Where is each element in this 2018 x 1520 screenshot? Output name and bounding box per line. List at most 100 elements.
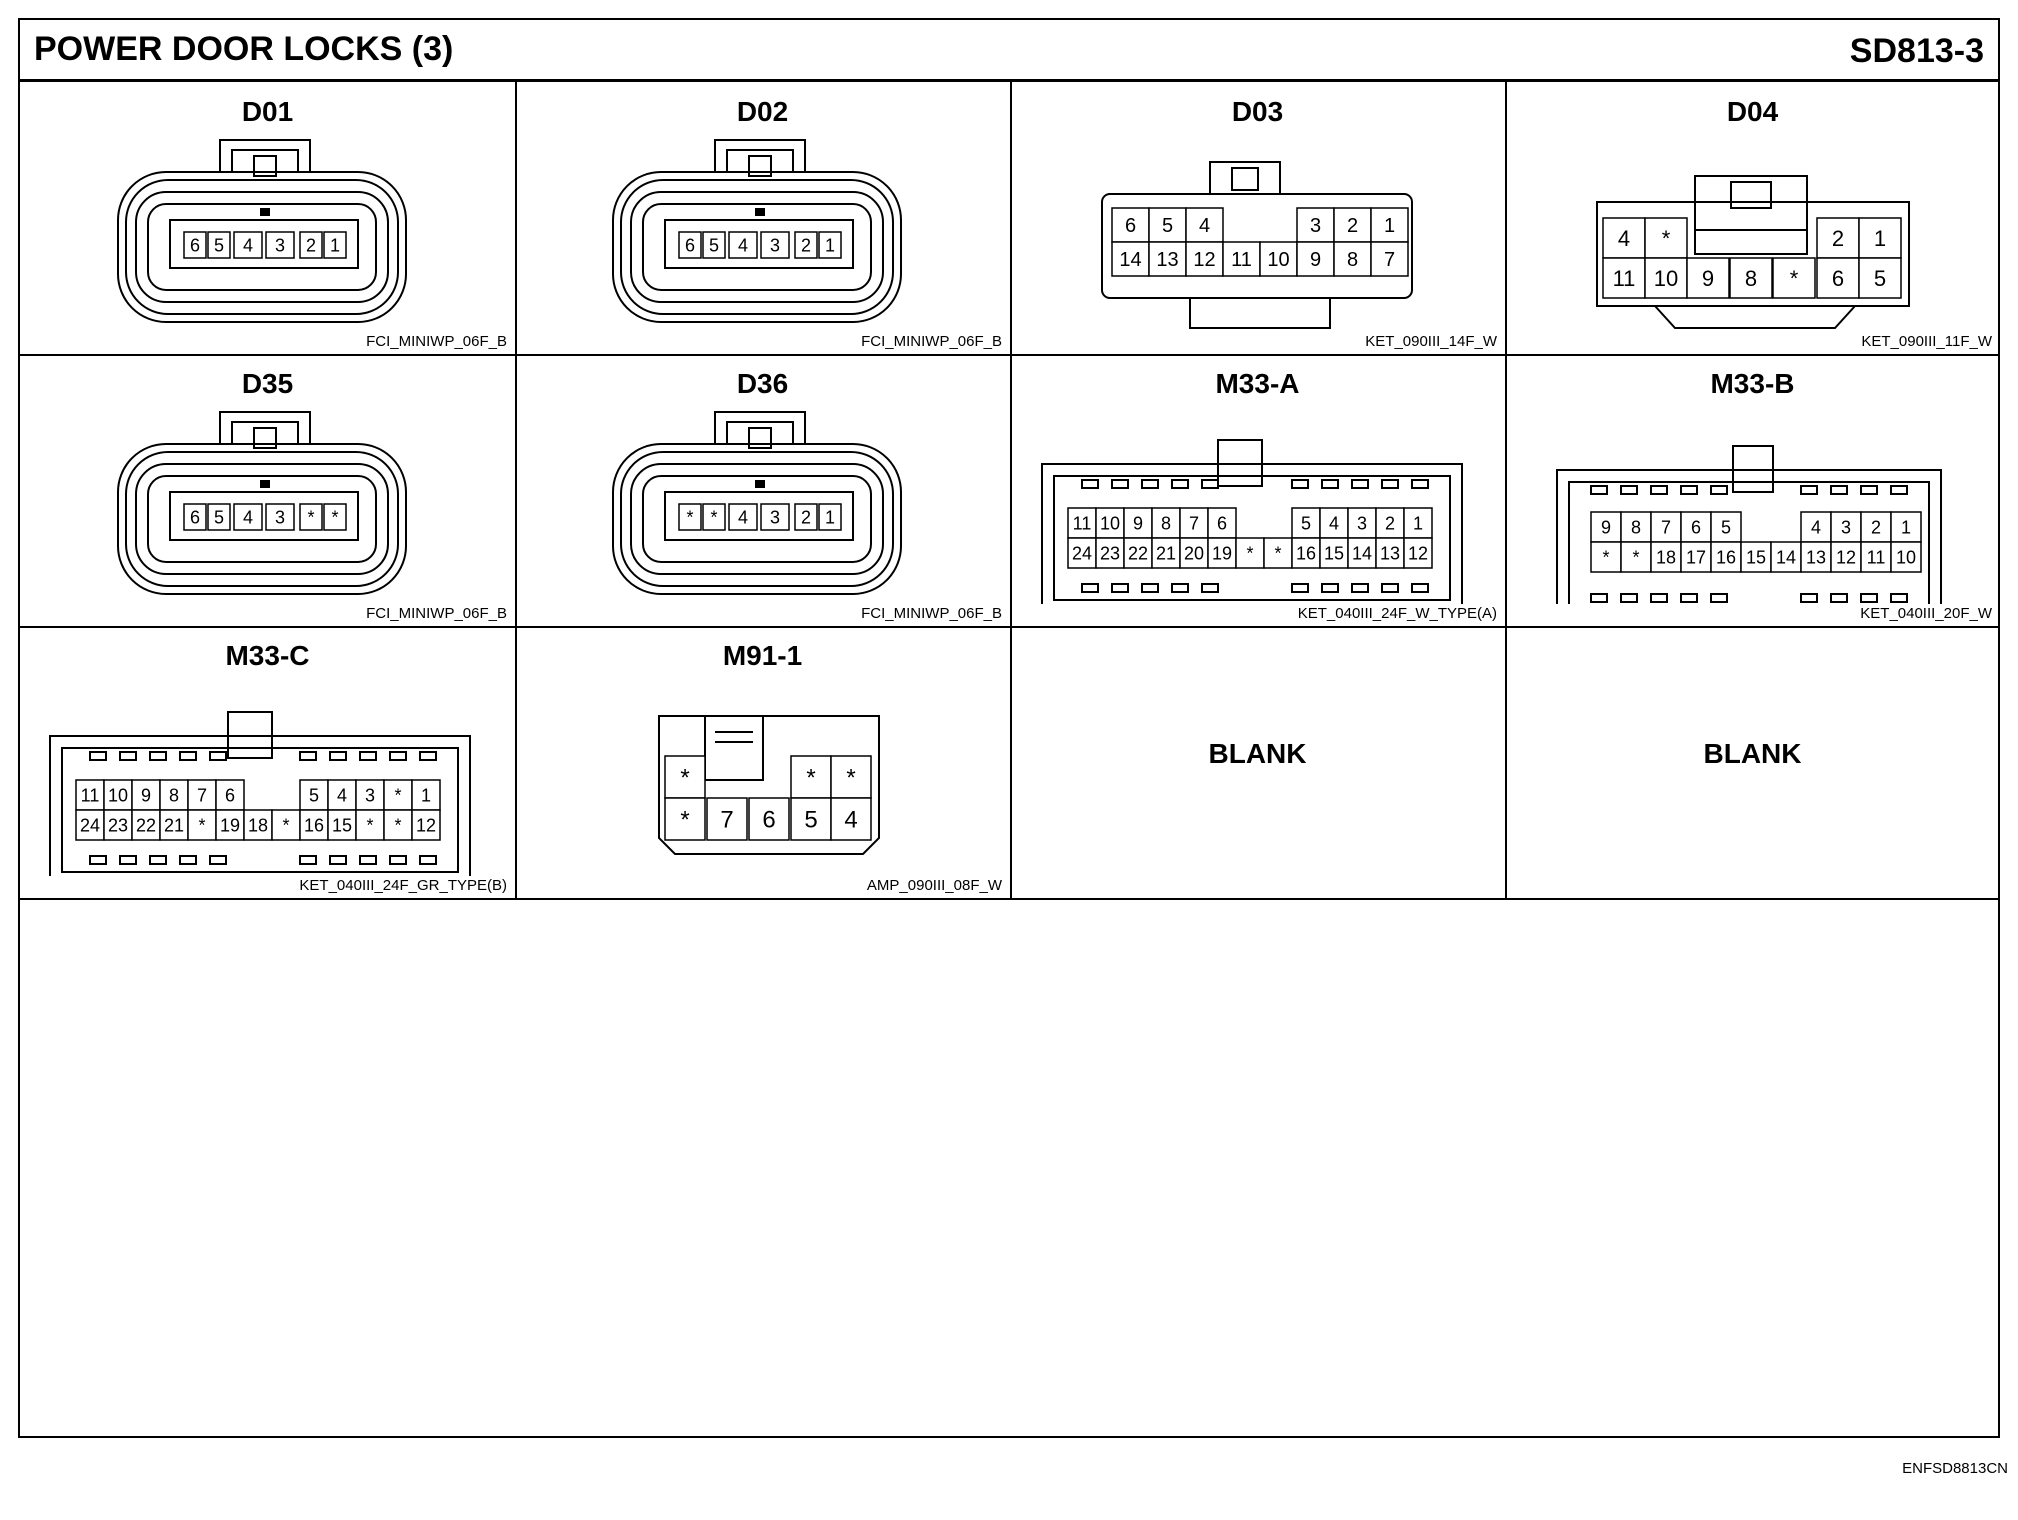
pin-label: 8 <box>169 785 179 805</box>
pin-cell <box>323 231 347 259</box>
connector-outline <box>1710 593 1728 603</box>
pin-label: 3 <box>1841 517 1851 537</box>
pin-cell <box>1148 241 1187 277</box>
pin-cell <box>1860 511 1892 543</box>
grid-divider <box>1010 82 1012 900</box>
pin-label: 4 <box>1811 517 1821 537</box>
connector-outline <box>1231 167 1259 191</box>
pin-cell <box>678 503 702 531</box>
connector-outline <box>149 751 167 761</box>
connector-outline <box>704 715 764 781</box>
pin-cell <box>760 231 790 259</box>
pin-label: 11 <box>1073 513 1092 533</box>
pin-label: 7 <box>197 785 207 805</box>
pin-cell <box>1816 257 1860 299</box>
connector-outline <box>1351 479 1369 489</box>
connector-outline <box>1141 583 1159 593</box>
pin-label: 17 <box>1686 547 1706 567</box>
pin-label: 14 <box>1352 543 1372 563</box>
connector-outline <box>714 411 806 444</box>
pin-cell <box>327 779 357 811</box>
pin-cell <box>1207 537 1237 569</box>
connector-outline <box>642 475 872 563</box>
pin-label: 6 <box>762 807 775 834</box>
pin-cell <box>215 809 245 841</box>
pin-cell <box>411 809 441 841</box>
connector-outline <box>1800 593 1818 603</box>
pin-label: 18 <box>1656 547 1676 567</box>
pin-label: 4 <box>1618 226 1630 251</box>
pin-cell <box>1151 507 1181 539</box>
pin-cell <box>299 503 323 531</box>
pin-label: 9 <box>1702 266 1714 291</box>
pin-label: 10 <box>1654 266 1678 291</box>
connector-outline <box>1830 485 1848 495</box>
pin-cell <box>103 809 133 841</box>
connector-outline <box>1830 593 1848 603</box>
connector-outline <box>612 443 902 595</box>
pin-label: 6 <box>1832 266 1844 291</box>
connector-outline <box>1209 161 1281 194</box>
pin-cell <box>1403 507 1433 539</box>
pin-label: 19 <box>220 815 240 835</box>
pin-label: 9 <box>1133 513 1143 533</box>
pin-cell <box>1111 241 1150 277</box>
pin-cell <box>1347 507 1377 539</box>
page-code: SD813-3 <box>1849 32 1984 70</box>
pin-label: 11 <box>1613 266 1636 291</box>
pin-cell <box>1830 541 1862 573</box>
pin-label: * <box>806 765 815 792</box>
connector-name: D02 <box>736 96 789 127</box>
connector-outline <box>715 731 753 743</box>
connector-outline <box>1201 583 1219 593</box>
pin-cell <box>1620 541 1652 573</box>
pin-cell <box>1403 537 1433 569</box>
pin-label: 7 <box>1189 513 1199 533</box>
connector-outline <box>620 451 894 587</box>
pin-cell <box>1123 537 1153 569</box>
pin-label: 5 <box>1162 215 1173 237</box>
connector-outline <box>359 751 377 761</box>
pin-label: 4 <box>243 507 253 527</box>
pin-label: 2 <box>1347 215 1358 237</box>
pin-label: 2 <box>801 507 811 527</box>
pin-label: * <box>394 815 401 835</box>
pin-label: 4 <box>738 507 748 527</box>
connector-name: D36 <box>736 368 789 399</box>
pin-label: * <box>1790 266 1799 291</box>
connector-outline <box>119 751 137 761</box>
connector-outline <box>1189 298 1331 329</box>
connector-outline <box>299 751 317 761</box>
connector-outline <box>119 855 137 865</box>
connector-outline <box>125 179 399 315</box>
connector-outline <box>1694 175 1808 255</box>
pin-label: 24 <box>80 815 100 835</box>
connector-outline <box>117 171 407 323</box>
connector-outline <box>169 219 359 269</box>
connector-code: FCI_MINIWP_06F_B <box>366 333 507 350</box>
connector-outline <box>612 171 902 323</box>
pin-cell <box>1602 217 1646 259</box>
connector-outline <box>1800 485 1818 495</box>
connector-outline <box>748 155 772 177</box>
connector-outline <box>149 855 167 865</box>
pin-cell <box>728 503 758 531</box>
pin-cell <box>1185 207 1224 243</box>
grid-divider <box>20 626 1998 628</box>
document-id: ENFSD8813CN <box>1902 1460 2008 1477</box>
connector-outline <box>209 751 227 761</box>
pin-label: 12 <box>1193 249 1215 271</box>
pin-label: 23 <box>1100 543 1120 563</box>
pin-cell <box>664 755 706 799</box>
pin-label: 12 <box>416 815 436 835</box>
connector-outline <box>419 751 437 761</box>
connector-outline <box>125 451 399 587</box>
connector-outline <box>389 751 407 761</box>
connector-outline <box>359 855 377 865</box>
